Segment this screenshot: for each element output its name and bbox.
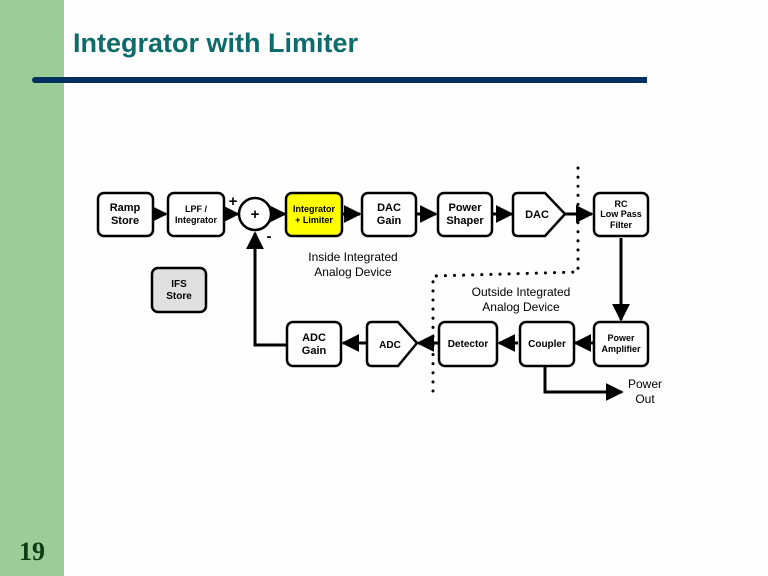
- lpf-integrator-label: LPF /Integrator: [175, 204, 218, 225]
- dac-gain-block: [360, 191, 418, 238]
- integrator-limiter-block: [284, 191, 344, 238]
- slide-title: Integrator with Limiter: [73, 28, 359, 58]
- summing-junction-symbol: +: [251, 206, 260, 223]
- arrow-coupler-to-power-out: [543, 366, 624, 401]
- detector-block: [437, 320, 499, 368]
- plus-input-sign: +: [229, 193, 238, 210]
- adc-block: [365, 320, 419, 368]
- dac-block: [511, 191, 567, 238]
- rc-filter-block: [592, 191, 650, 238]
- adc-label: ADC: [379, 340, 401, 351]
- dac-label: DAC: [525, 209, 549, 221]
- lpf-integrator-block: [166, 191, 226, 238]
- ramp-store-block: [96, 191, 155, 238]
- minus-input-sign: -: [267, 228, 272, 245]
- coupler-label: Coupler: [528, 339, 566, 350]
- coupler-block: [518, 320, 576, 368]
- power-shaper-block: [436, 191, 494, 238]
- detector-label: Detector: [448, 339, 489, 350]
- title-underline: [32, 77, 647, 83]
- page-number: 19: [19, 537, 45, 566]
- power-amplifier-block: [592, 320, 650, 368]
- ifs-store-block: [150, 266, 208, 314]
- summing-junction: [237, 196, 273, 232]
- arrow-feedback-to-sum: [246, 231, 287, 347]
- adc-gain-block: [285, 320, 343, 368]
- sidebar: [0, 0, 64, 576]
- integrator-limiter-label: Integrator+ Limiter: [293, 204, 336, 225]
